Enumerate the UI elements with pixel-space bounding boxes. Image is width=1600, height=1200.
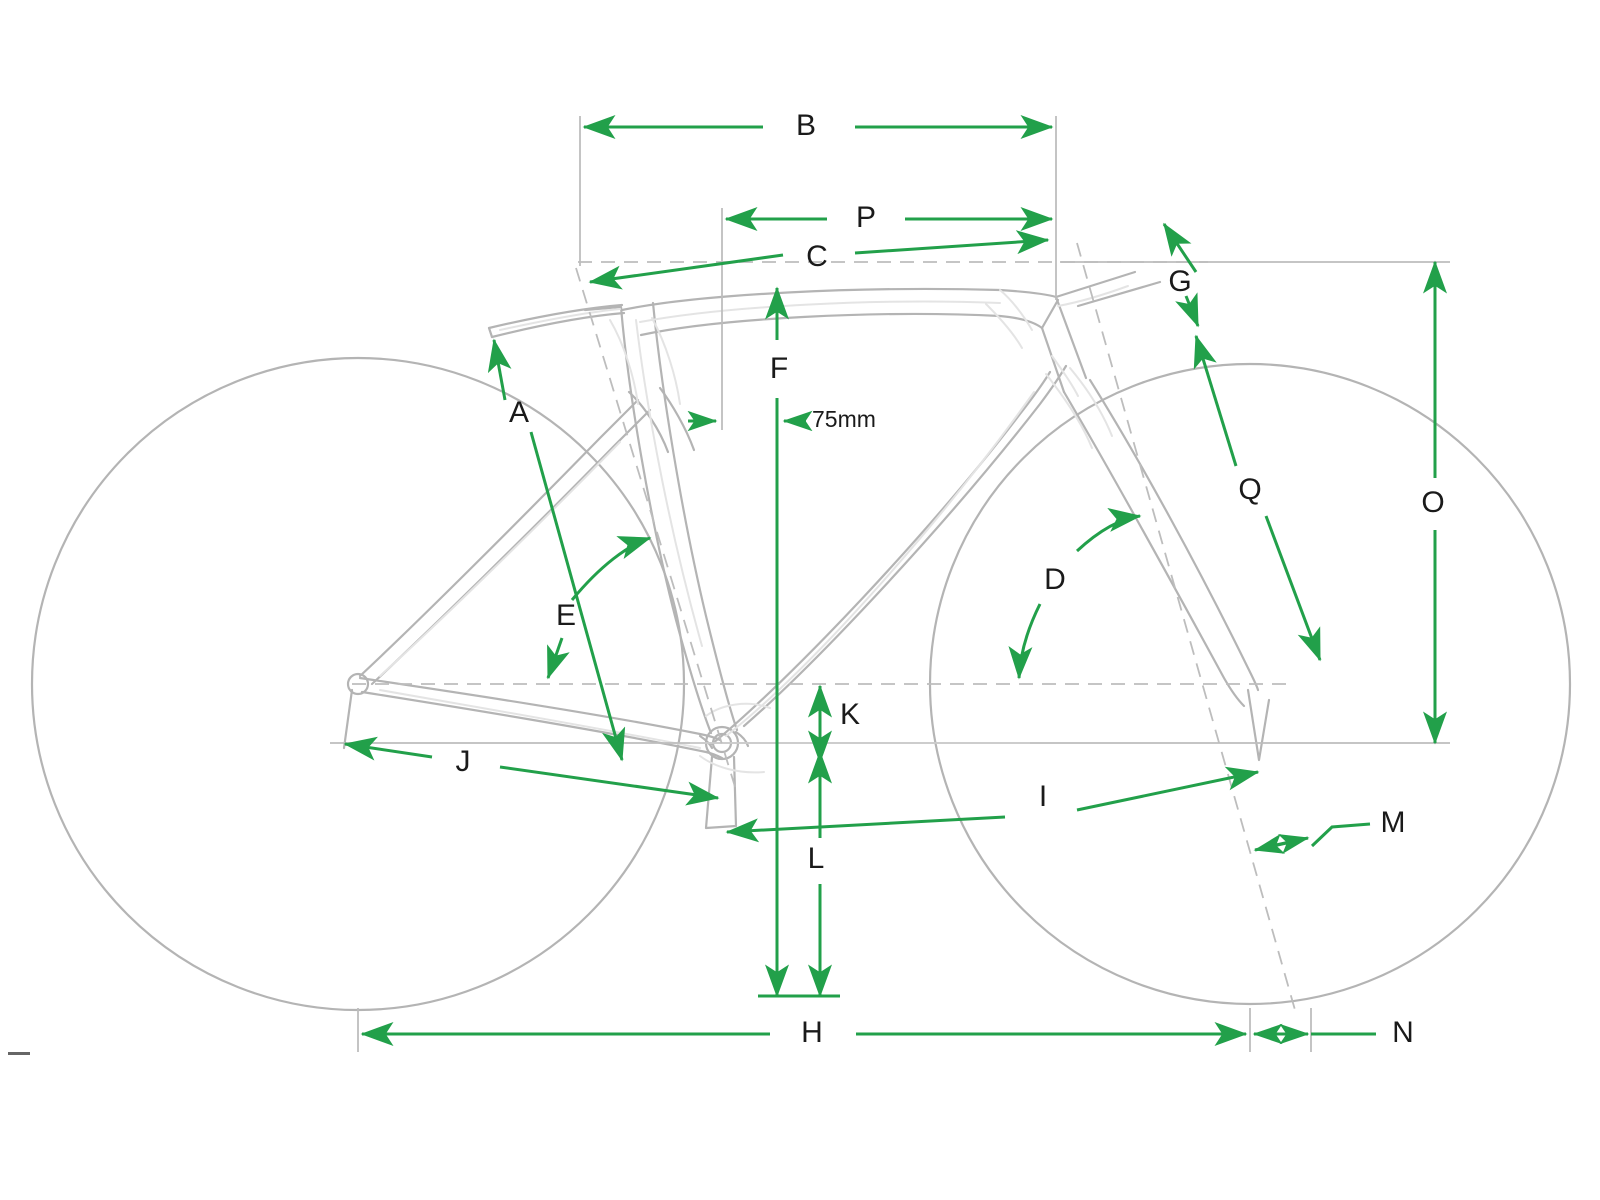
dim-I-right-segment (1076, 766, 1260, 812)
detail-mast-seam (499, 308, 621, 331)
top-tube-upper (620, 287, 1058, 312)
seat-mast-cap (487, 303, 624, 330)
seat-mast-cap-2 (490, 311, 626, 339)
dim-Q-upper-segment (1193, 334, 1238, 467)
seat-tube-waist-right (658, 386, 696, 452)
label-A: A (509, 396, 529, 429)
label-J: J (456, 745, 471, 778)
dim-M-leader (1310, 822, 1371, 848)
fork-blade-rear (1062, 390, 1246, 708)
dim-C-right-segment (854, 230, 1050, 255)
steering-axis-dashed-line (1076, 242, 1296, 1011)
head-tube-rear (1040, 326, 1066, 394)
label-Q: Q (1238, 473, 1261, 506)
detail-seat-tube-core (635, 319, 703, 647)
label-75mm-note: 75mm (812, 406, 876, 432)
dim-D-upper-arc (1075, 508, 1142, 553)
down-tube-lower (710, 370, 1052, 746)
dimension-group (343, 115, 1447, 1046)
dim-G-lower-segment (1175, 292, 1200, 328)
detail-bb-panel2 (705, 702, 771, 717)
detail-seatstay-seam (379, 441, 621, 677)
dim-I-left-segment (725, 815, 1006, 843)
label-M: M (1381, 806, 1406, 839)
detail-headtube-panel (999, 289, 1033, 331)
label-K: K (840, 698, 860, 731)
detail-top-tube-seam (639, 300, 1001, 323)
dim-J-right-segment (499, 765, 720, 806)
dim-E-down-leader (546, 637, 570, 680)
dim-M-arrow-right (1261, 834, 1310, 855)
detail-headtube-panel2 (985, 303, 1023, 349)
rear-hub (346, 672, 370, 696)
seatstay-lower (370, 408, 652, 686)
construction-dashed-group (352, 242, 1296, 1011)
fork-blade-front (1088, 378, 1260, 692)
bb-junction-left (698, 734, 714, 750)
label-F: F (770, 352, 788, 385)
rear-dropout (342, 688, 354, 750)
label-H: H (801, 1016, 823, 1049)
seat-tube-front-wall (619, 305, 713, 735)
seatstay-upper (358, 398, 640, 678)
label-I: I (1039, 780, 1047, 813)
label-C: C (806, 240, 828, 273)
head-tube-top-cap (1040, 298, 1060, 330)
top-tube-lower (639, 312, 1044, 337)
label-E: E (556, 599, 576, 632)
stem-top (1054, 270, 1137, 299)
detail-fork-panel (1045, 373, 1093, 449)
seat-mast-end (487, 326, 494, 339)
detail-stem-panel (1057, 285, 1129, 307)
chainstay-lower (360, 690, 724, 760)
extension-lines-group (357, 116, 1312, 1052)
detail-seat-cluster (609, 319, 639, 405)
handlebar-ghost (1076, 280, 1162, 308)
label-D: D (1044, 563, 1066, 596)
label-P: P (856, 201, 876, 234)
corner-artifact-mark (8, 1052, 30, 1055)
bicycle-detail-group (379, 285, 1129, 774)
dim-Q-lower-segment (1264, 515, 1322, 662)
detail-bb-panel (699, 755, 765, 774)
seat-tube-rear-wall (651, 301, 739, 732)
bb-junction-right (734, 730, 750, 748)
bicycle-outline-group (30, 270, 1572, 1012)
dim-A-upper-segment (487, 338, 512, 401)
detail-head-lower (1051, 355, 1079, 397)
label-N: N (1392, 1016, 1414, 1049)
detail-down-tube-core (725, 391, 1035, 737)
dim-G-upper-segment (1162, 222, 1198, 273)
dim-D-lower-arc (1008, 603, 1042, 680)
dim-J-left-segment (343, 736, 433, 761)
head-tube-front (1054, 295, 1088, 380)
dim-C-left-segment (588, 253, 784, 290)
construction-lines-group (330, 261, 1450, 744)
detail-chainstay-seam (379, 689, 701, 749)
label-O: O (1421, 486, 1444, 519)
dim-E-arc-leader (570, 536, 652, 601)
chainstay-upper (358, 676, 722, 742)
label-G: G (1168, 265, 1191, 298)
label-L: L (808, 842, 825, 875)
dimension-labels-group: A B C D E F G H I J K L M N O P Q 75mm (456, 109, 1445, 1049)
label-B: B (796, 109, 816, 142)
fork-dropout (1246, 688, 1271, 762)
detail-fork-crown (1069, 367, 1113, 437)
detail-seat-cluster-2 (651, 317, 681, 405)
